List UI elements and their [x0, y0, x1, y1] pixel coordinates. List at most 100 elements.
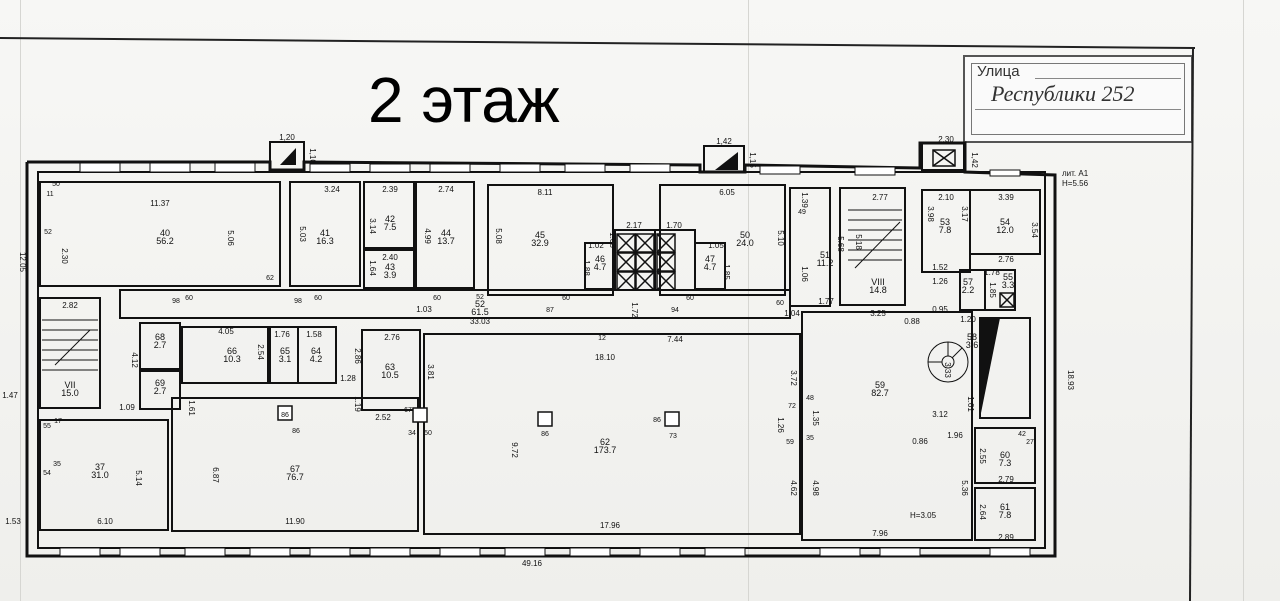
dim-label: 3.98	[926, 206, 935, 222]
stair-viii-num: VIII	[871, 277, 885, 287]
vent-mark	[280, 148, 296, 165]
room-62-num: 62	[600, 437, 610, 447]
room-68-num: 68	[155, 332, 165, 342]
dim-label: 7.44	[667, 335, 683, 344]
dim-label: 4.12	[130, 352, 139, 368]
street-stamp: Улица Республики 252	[963, 55, 1193, 143]
dim-label: 5.14	[134, 470, 143, 486]
mark-label: 60	[776, 300, 784, 307]
dim-label: 6.10	[97, 517, 113, 526]
mark-label: 42	[1018, 431, 1026, 438]
mark-label: 34	[408, 430, 416, 437]
dim-label: 0.95	[932, 305, 948, 314]
dim-label: 1.26	[776, 417, 785, 433]
room-69-num: 69	[155, 378, 165, 388]
dim-label: 3.12	[932, 410, 948, 419]
dim-label: 3.81	[426, 364, 435, 380]
room-58-num: 58	[967, 332, 977, 342]
dim-label: 1.05	[708, 241, 724, 250]
dim-label: 1.03	[608, 232, 617, 248]
mark-label: 98	[172, 298, 180, 305]
room-47-num: 47	[705, 254, 715, 264]
dim-overall-depth: 18.93	[1066, 370, 1075, 391]
mark-label: 52	[476, 294, 484, 301]
room-51-num: 51	[820, 250, 830, 260]
mark-label: 86	[292, 428, 300, 435]
room-68-area: 2.7	[154, 340, 167, 350]
dim-label: 8.11	[538, 188, 554, 197]
room-60-num: 60	[1000, 450, 1010, 460]
windows	[59, 162, 1031, 557]
mark-label: 62	[266, 275, 274, 282]
dim-label: 1,15	[748, 152, 757, 168]
dim-label: 2.79	[998, 475, 1014, 484]
stair-left	[42, 319, 98, 371]
dim-label: 3.24	[324, 185, 340, 194]
dim-label: 1.88	[582, 260, 591, 276]
dim-label: 7.96	[872, 529, 888, 538]
dim-label: 11.90	[285, 517, 305, 526]
room-65-area: 3.1	[279, 354, 292, 364]
stair-vii-num: VII	[64, 380, 75, 390]
dim-label: 17.96	[600, 521, 621, 530]
dim-label: 4.05	[218, 327, 234, 336]
dim-label: 3.17	[960, 206, 969, 222]
dim-label: 5.68	[836, 236, 845, 252]
room-50-num: 50	[740, 230, 750, 240]
room-66-area: 10.3	[223, 354, 241, 364]
room-59-area: 82.7	[871, 388, 889, 398]
mark-label: 98	[294, 298, 302, 305]
dim-label: 1,10	[308, 148, 317, 164]
dim-label: 1.28	[340, 374, 356, 383]
dim-label: 9.72	[510, 442, 519, 458]
mark-label: 17	[54, 418, 62, 425]
dim-label: 0.88	[904, 317, 920, 326]
dim-label: 1.64	[368, 260, 377, 276]
dim-label: 1.09	[119, 403, 135, 412]
mark-label: 87	[546, 307, 554, 314]
dim-label: 1,20	[279, 133, 295, 142]
room-52-num: 52	[475, 299, 485, 309]
dim-label: 1.04	[784, 309, 800, 318]
room-44-num: 44	[441, 228, 451, 238]
room-42-num: 42	[385, 214, 395, 224]
room-58-area: 3.6	[966, 340, 979, 350]
dim-left-depth: 12.05	[18, 252, 27, 273]
dim-label: 5.08	[494, 228, 503, 244]
dim-label: 4.98	[811, 480, 820, 496]
room-64-num: 64	[311, 346, 321, 356]
room-44-area: 13.7	[437, 236, 455, 246]
dim-label: 2.17	[626, 221, 642, 230]
mark-label: 73	[669, 433, 677, 440]
mark-label: 67	[404, 407, 412, 414]
dim-label: 5.18	[854, 234, 863, 250]
room-54-num: 54	[1000, 217, 1010, 227]
mark-label: 52	[44, 229, 52, 236]
elevator-grid	[616, 149, 1015, 308]
dim-label: 0.86	[912, 437, 928, 446]
fold-line	[20, 0, 21, 601]
room-41-area: 16.3	[316, 236, 334, 246]
mark-label: 94	[671, 307, 679, 314]
dim-label: 2.39	[382, 185, 398, 194]
room-64-area: 4.2	[310, 354, 323, 364]
room-67-area: 76.7	[286, 472, 304, 482]
dim-label: 2.82	[62, 301, 78, 310]
dim-label: 3.14	[368, 218, 377, 234]
dim-label: 2.77	[872, 193, 888, 202]
dim-label: 1.85	[722, 264, 731, 280]
dim-label: 1.61	[966, 396, 975, 412]
room-59-num: 59	[875, 380, 885, 390]
room-65-num: 65	[280, 346, 290, 356]
room-61-area: 7.8	[999, 510, 1012, 520]
room-67-num: 67	[290, 464, 300, 474]
room-40-area: 56.2	[156, 236, 174, 246]
dim-label: 1.52	[932, 263, 948, 272]
dim-label: 5.03	[298, 226, 307, 242]
stamp-frame	[971, 63, 1185, 135]
room-61-num: 61	[1000, 502, 1010, 512]
room-54-area: 12.0	[996, 225, 1014, 235]
mark-label: 55	[43, 423, 51, 430]
hall-height: H=3.05	[910, 511, 937, 520]
